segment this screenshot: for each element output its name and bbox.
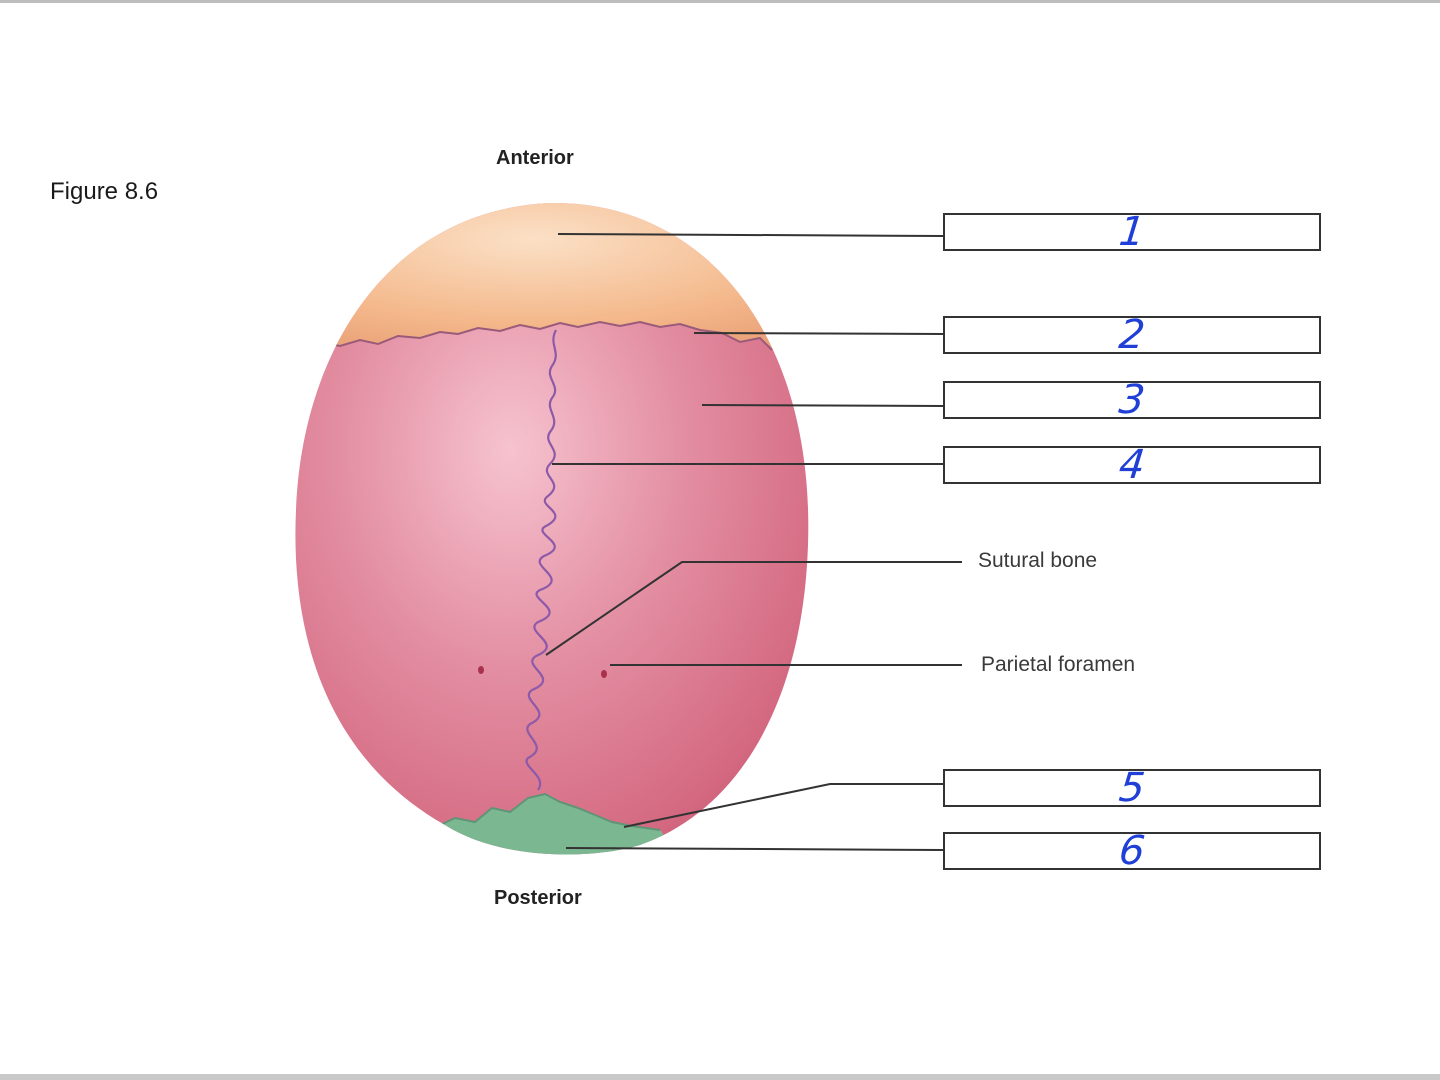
answer-box-5[interactable]: 5 [943,765,1321,811]
leader-line-1 [557,233,944,237]
occipital-bone [400,794,700,855]
answer-box-4[interactable]: 4 [943,442,1321,488]
coronal-suture [319,320,773,351]
answer-box-5-value: 5 [1116,765,1148,811]
answer-box-1-value: 1 [1116,209,1148,255]
leader-line-3 [701,404,944,407]
parietal-bone [295,202,809,855]
answer-box-2[interactable]: 2 [943,312,1321,358]
answer-box-3[interactable]: 3 [943,377,1321,423]
lambdoid-suture [429,792,661,831]
parietal-foramen-right [601,670,607,678]
answer-box-6-value: 6 [1116,828,1148,874]
answer-box-3-value: 3 [1116,377,1148,423]
callout-parietal-foramen: Parietal foramen [981,653,1136,676]
leader-line-5 [623,783,943,828]
orientation-anterior-label: Anterior [496,147,574,169]
leader-line-2 [693,332,944,335]
figure-label: Figure 8.6 [50,178,159,205]
parietal-foramen-left [478,666,484,674]
answer-box-4-value: 4 [1116,442,1148,488]
orientation-posterior-label: Posterior [494,887,582,909]
answer-box-1[interactable]: 1 [943,209,1321,255]
answer-box-6[interactable]: 6 [943,828,1321,874]
sagittal-suture [525,329,558,791]
leader-line-6 [565,847,944,851]
callout-sutural-bone: Sutural bone [978,549,1098,572]
leader-line-sutural [545,561,962,656]
answer-box-2-value: 2 [1116,312,1148,358]
